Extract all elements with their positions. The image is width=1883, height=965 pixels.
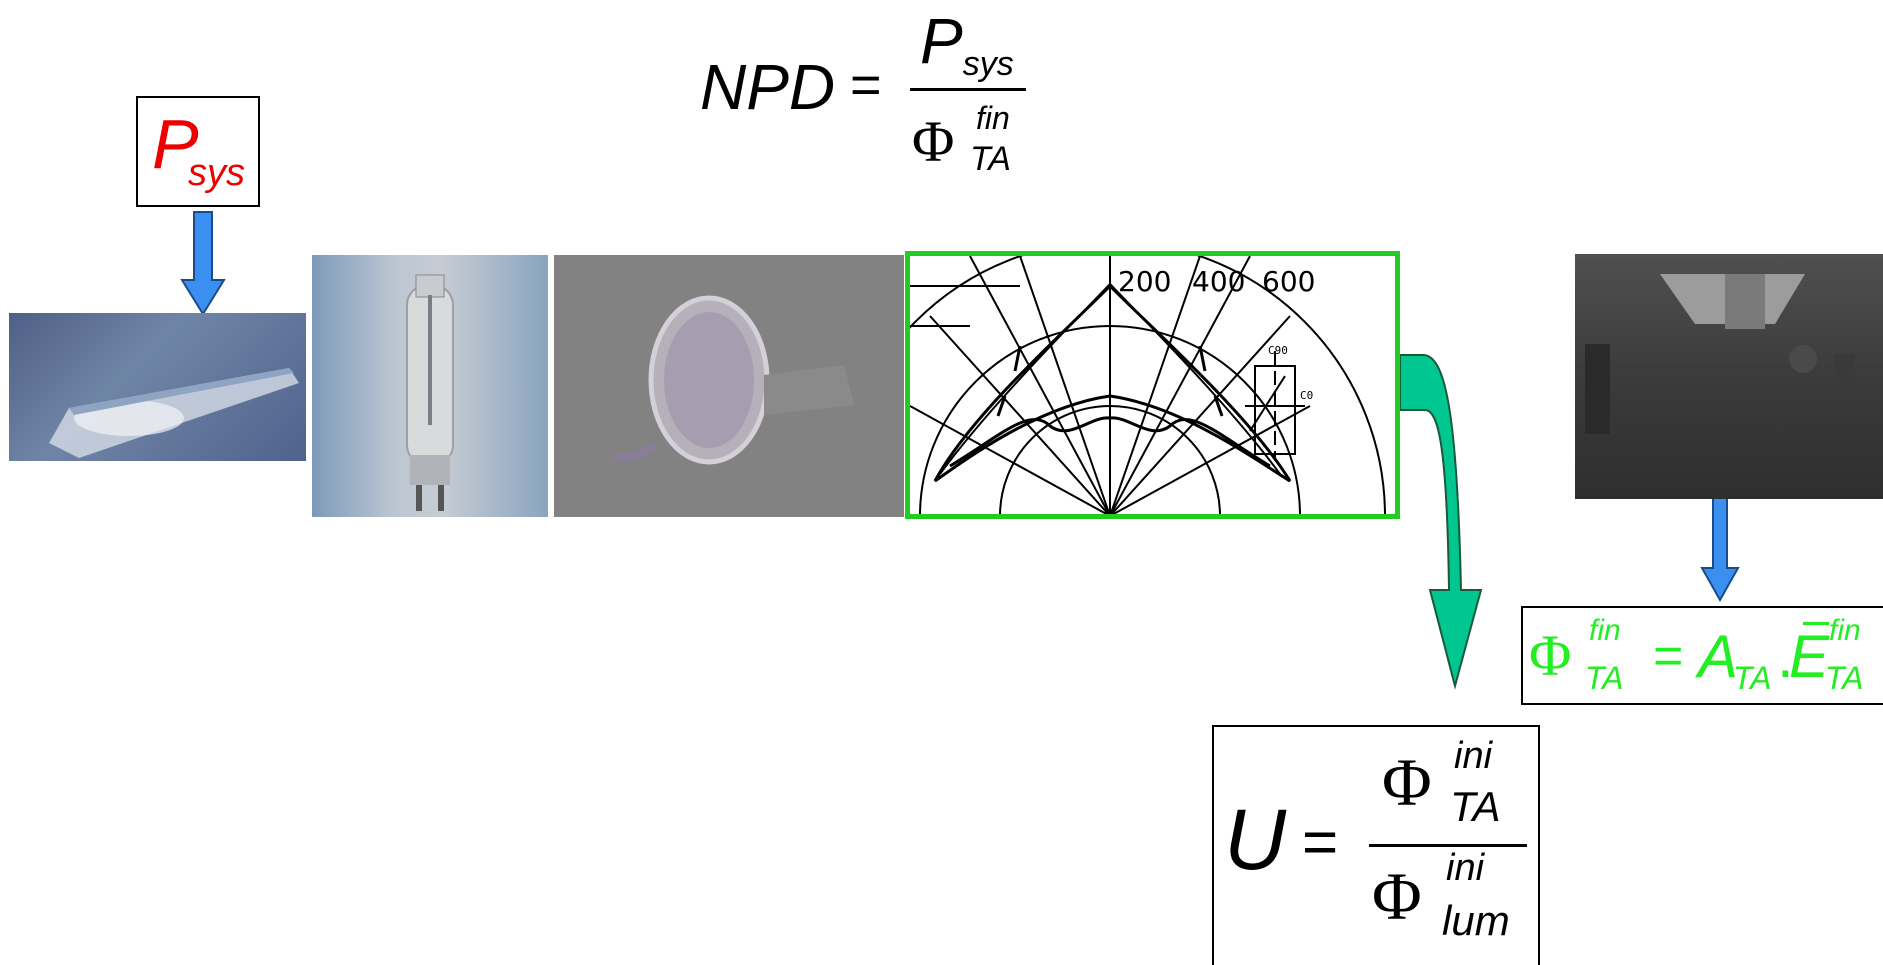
npd-denominator-sup: fin (976, 100, 1010, 136)
polar-scale-label-200: 200 (1118, 265, 1171, 298)
reflector-drawing (611, 295, 854, 465)
psys-box: P sys (136, 96, 260, 207)
npd-equals: = (850, 55, 882, 115)
reflector-photo (554, 255, 904, 517)
phi-ta-illuminance-sup: fin (1829, 614, 1861, 647)
u-denominator-sub: lum (1442, 897, 1510, 944)
npd-denominator-phi: Φ (912, 109, 955, 174)
psys-symbol: P (152, 105, 199, 183)
phi-ta-illuminance-bar (1803, 622, 1829, 625)
npd-formula: NPD = Psys Φ fin TA (700, 5, 1030, 190)
u-denominator-sup: ini (1446, 847, 1485, 889)
phi-ta-illuminance: E (1789, 623, 1830, 690)
luminaire-drawing (49, 368, 299, 458)
lamp-photo (312, 255, 548, 517)
u-formula-box: U = Φ ini TA Φ ini lum (1212, 725, 1540, 965)
polar-scale-label-400: 400 (1192, 265, 1245, 298)
polar-plane-label-c0: C0 (1300, 389, 1313, 402)
u-numerator-sub: TA (1450, 783, 1501, 830)
phi-ta-equals: = (1653, 627, 1684, 685)
room-drawing (1585, 274, 1855, 434)
npd-numerator: Psys (920, 4, 1014, 84)
u-lhs: U (1224, 792, 1287, 888)
u-denominator-phi: Φ (1372, 858, 1422, 934)
phi-ta-sub: TA (1585, 660, 1624, 696)
phi-ta-formula-box: Φ fin TA = A TA . E fin TA (1521, 606, 1883, 705)
blue-arrow-down-icon (180, 211, 226, 316)
phi-ta-dot: . (1777, 623, 1794, 690)
polar-scale-label-600: 600 (1262, 265, 1315, 298)
phi-ta-area: A (1698, 623, 1739, 690)
phi-ta-sup: fin (1589, 614, 1621, 647)
luminaire-photo (9, 313, 306, 461)
npd-denominator-sub: TA (970, 140, 1011, 178)
npd-fraction-bar (910, 88, 1026, 91)
u-fraction-bar (1369, 844, 1527, 847)
u-numerator-sup: ini (1454, 735, 1493, 777)
u-numerator-phi: Φ (1382, 744, 1432, 820)
room-photo (1575, 254, 1883, 499)
npd-numerator-symbol: P (920, 5, 963, 77)
npd-numerator-sub: sys (962, 45, 1014, 83)
phi-ta-area-sub: TA (1733, 660, 1772, 696)
polar-diagram-drawing: 200 400 600 C90 C0 (910, 256, 1386, 514)
teal-curved-arrow-icon (1399, 354, 1483, 690)
polar-plane-label-c90: C90 (1268, 344, 1288, 357)
polar-intensity-diagram: 200 400 600 C90 C0 (905, 251, 1400, 519)
psys-sub: sys (188, 152, 245, 194)
lamp-drawing (406, 274, 454, 511)
npd-lhs: NPD (700, 51, 836, 123)
phi-ta-phi: Φ (1529, 623, 1572, 688)
phi-ta-illuminance-sub: TA (1825, 660, 1864, 696)
blue-arrow-down-icon-right (1700, 497, 1740, 602)
u-equals: = (1302, 808, 1339, 877)
